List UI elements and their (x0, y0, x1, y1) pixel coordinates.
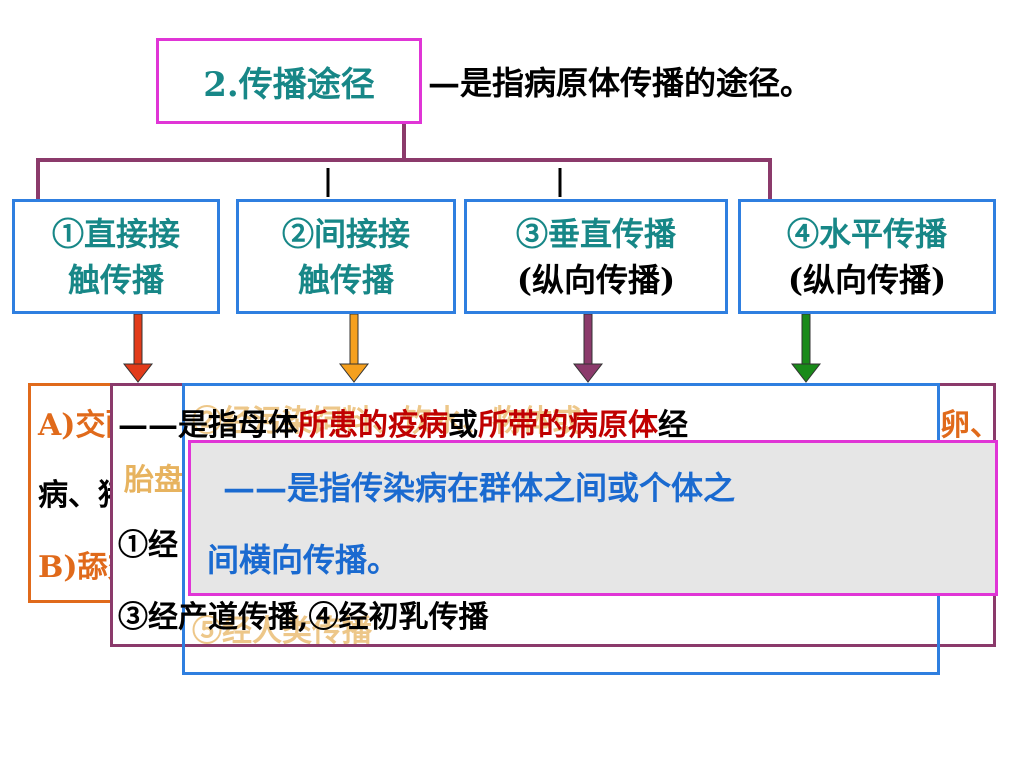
panel-horizontal-line-1: ——是指传染病在群体之间或个体之 (223, 469, 736, 507)
intro-suffix: 经 (658, 408, 688, 443)
arrow-indirect-contact (338, 313, 370, 383)
route-label-line2: 触传播 (297, 260, 394, 299)
panel-indirect-line-a: ②经污染饲料、饮水、物体或 (192, 404, 582, 439)
intro-highlight-pathogen: 所带的病原体 (478, 408, 658, 443)
title-box: 2.传播途径 (156, 38, 422, 124)
route-label-line1: ③垂直传播 (515, 214, 676, 253)
panel-horizontal-transmission: ——是指传染病在群体之间或个体之 间横向传播。 (188, 440, 998, 596)
arrow-vertical (572, 313, 604, 383)
route-label-line2: 触传播 (67, 260, 164, 299)
route-label-line1: ①直接接 (51, 214, 180, 253)
panel-indirect-line-b: ⑤经人类传播 (192, 614, 372, 649)
title-description: —是指病原体传播的途径。 (428, 64, 813, 102)
arrow-direct-contact (122, 313, 154, 383)
route-box-indirect-contact: ②间接接 触传播 (236, 199, 456, 314)
route-label-line2: (纵向传播) (516, 260, 676, 299)
route-label-line1: ②间接接 (281, 214, 410, 253)
route-box-vertical: ③垂直传播 (纵向传播) (464, 199, 728, 314)
route-box-direct-contact: ①直接接 触传播 (12, 199, 220, 314)
intro-highlight-disease: 所患的疫病 (298, 408, 448, 443)
intro-prefix: ——是指母体 (118, 408, 298, 443)
route-box-horizontal: ④水平传播 (纵向传播) (738, 199, 996, 314)
panel-horizontal-line-2: 间横向传播。 (207, 541, 400, 579)
panel-vertical-intro: ——是指母体所患的疫病或所带的病原体经 (118, 400, 688, 444)
panel-vertical-items-3-4: ③经产道传播,④经初乳传播 (118, 600, 489, 635)
panel-direct-overflow-text: 卵、 (940, 408, 1000, 443)
route-label-line2: (纵向传播) (787, 260, 947, 299)
title-label: 2.传播途径 (203, 64, 375, 105)
arrow-horizontal (790, 313, 822, 383)
intro-conjunction: 或 (448, 408, 478, 443)
panel-direct-line-d: 胎盘 (124, 463, 184, 498)
route-label-line1: ④水平传播 (786, 214, 947, 253)
panel-vertical-item-1: ①经 (118, 528, 178, 563)
